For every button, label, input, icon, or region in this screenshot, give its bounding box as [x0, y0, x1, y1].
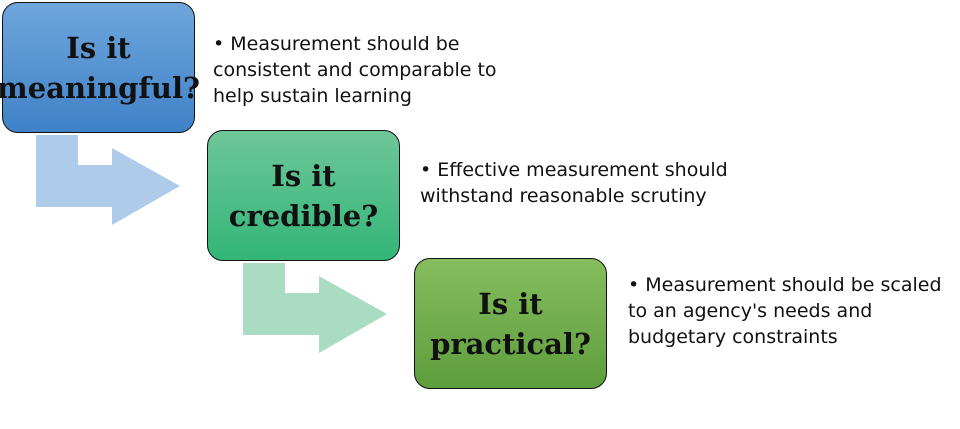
bent-arrow-1 — [36, 135, 180, 225]
step-description-credible: • Effective measurement should withstand… — [420, 159, 728, 207]
step-title-line1: Is it — [478, 286, 543, 321]
step-description-meaningful: • Measurement should be consistent and c… — [213, 33, 497, 107]
bent-arrow-2 — [243, 263, 387, 353]
step-box-meaningful: Is it meaningful? — [0, 2, 200, 133]
step-title-line2: meaningful? — [0, 70, 200, 105]
step-title-line1: Is it — [66, 30, 131, 65]
step-description-practical: • Measurement should be scaled to an age… — [628, 274, 942, 348]
step-title-line2: credible? — [228, 198, 379, 233]
step-box-practical: Is it practical? — [414, 258, 607, 389]
step-title-line2: practical? — [430, 326, 591, 361]
step-box-credible: Is it credible? — [207, 130, 400, 261]
step-title-line1: Is it — [271, 158, 336, 193]
